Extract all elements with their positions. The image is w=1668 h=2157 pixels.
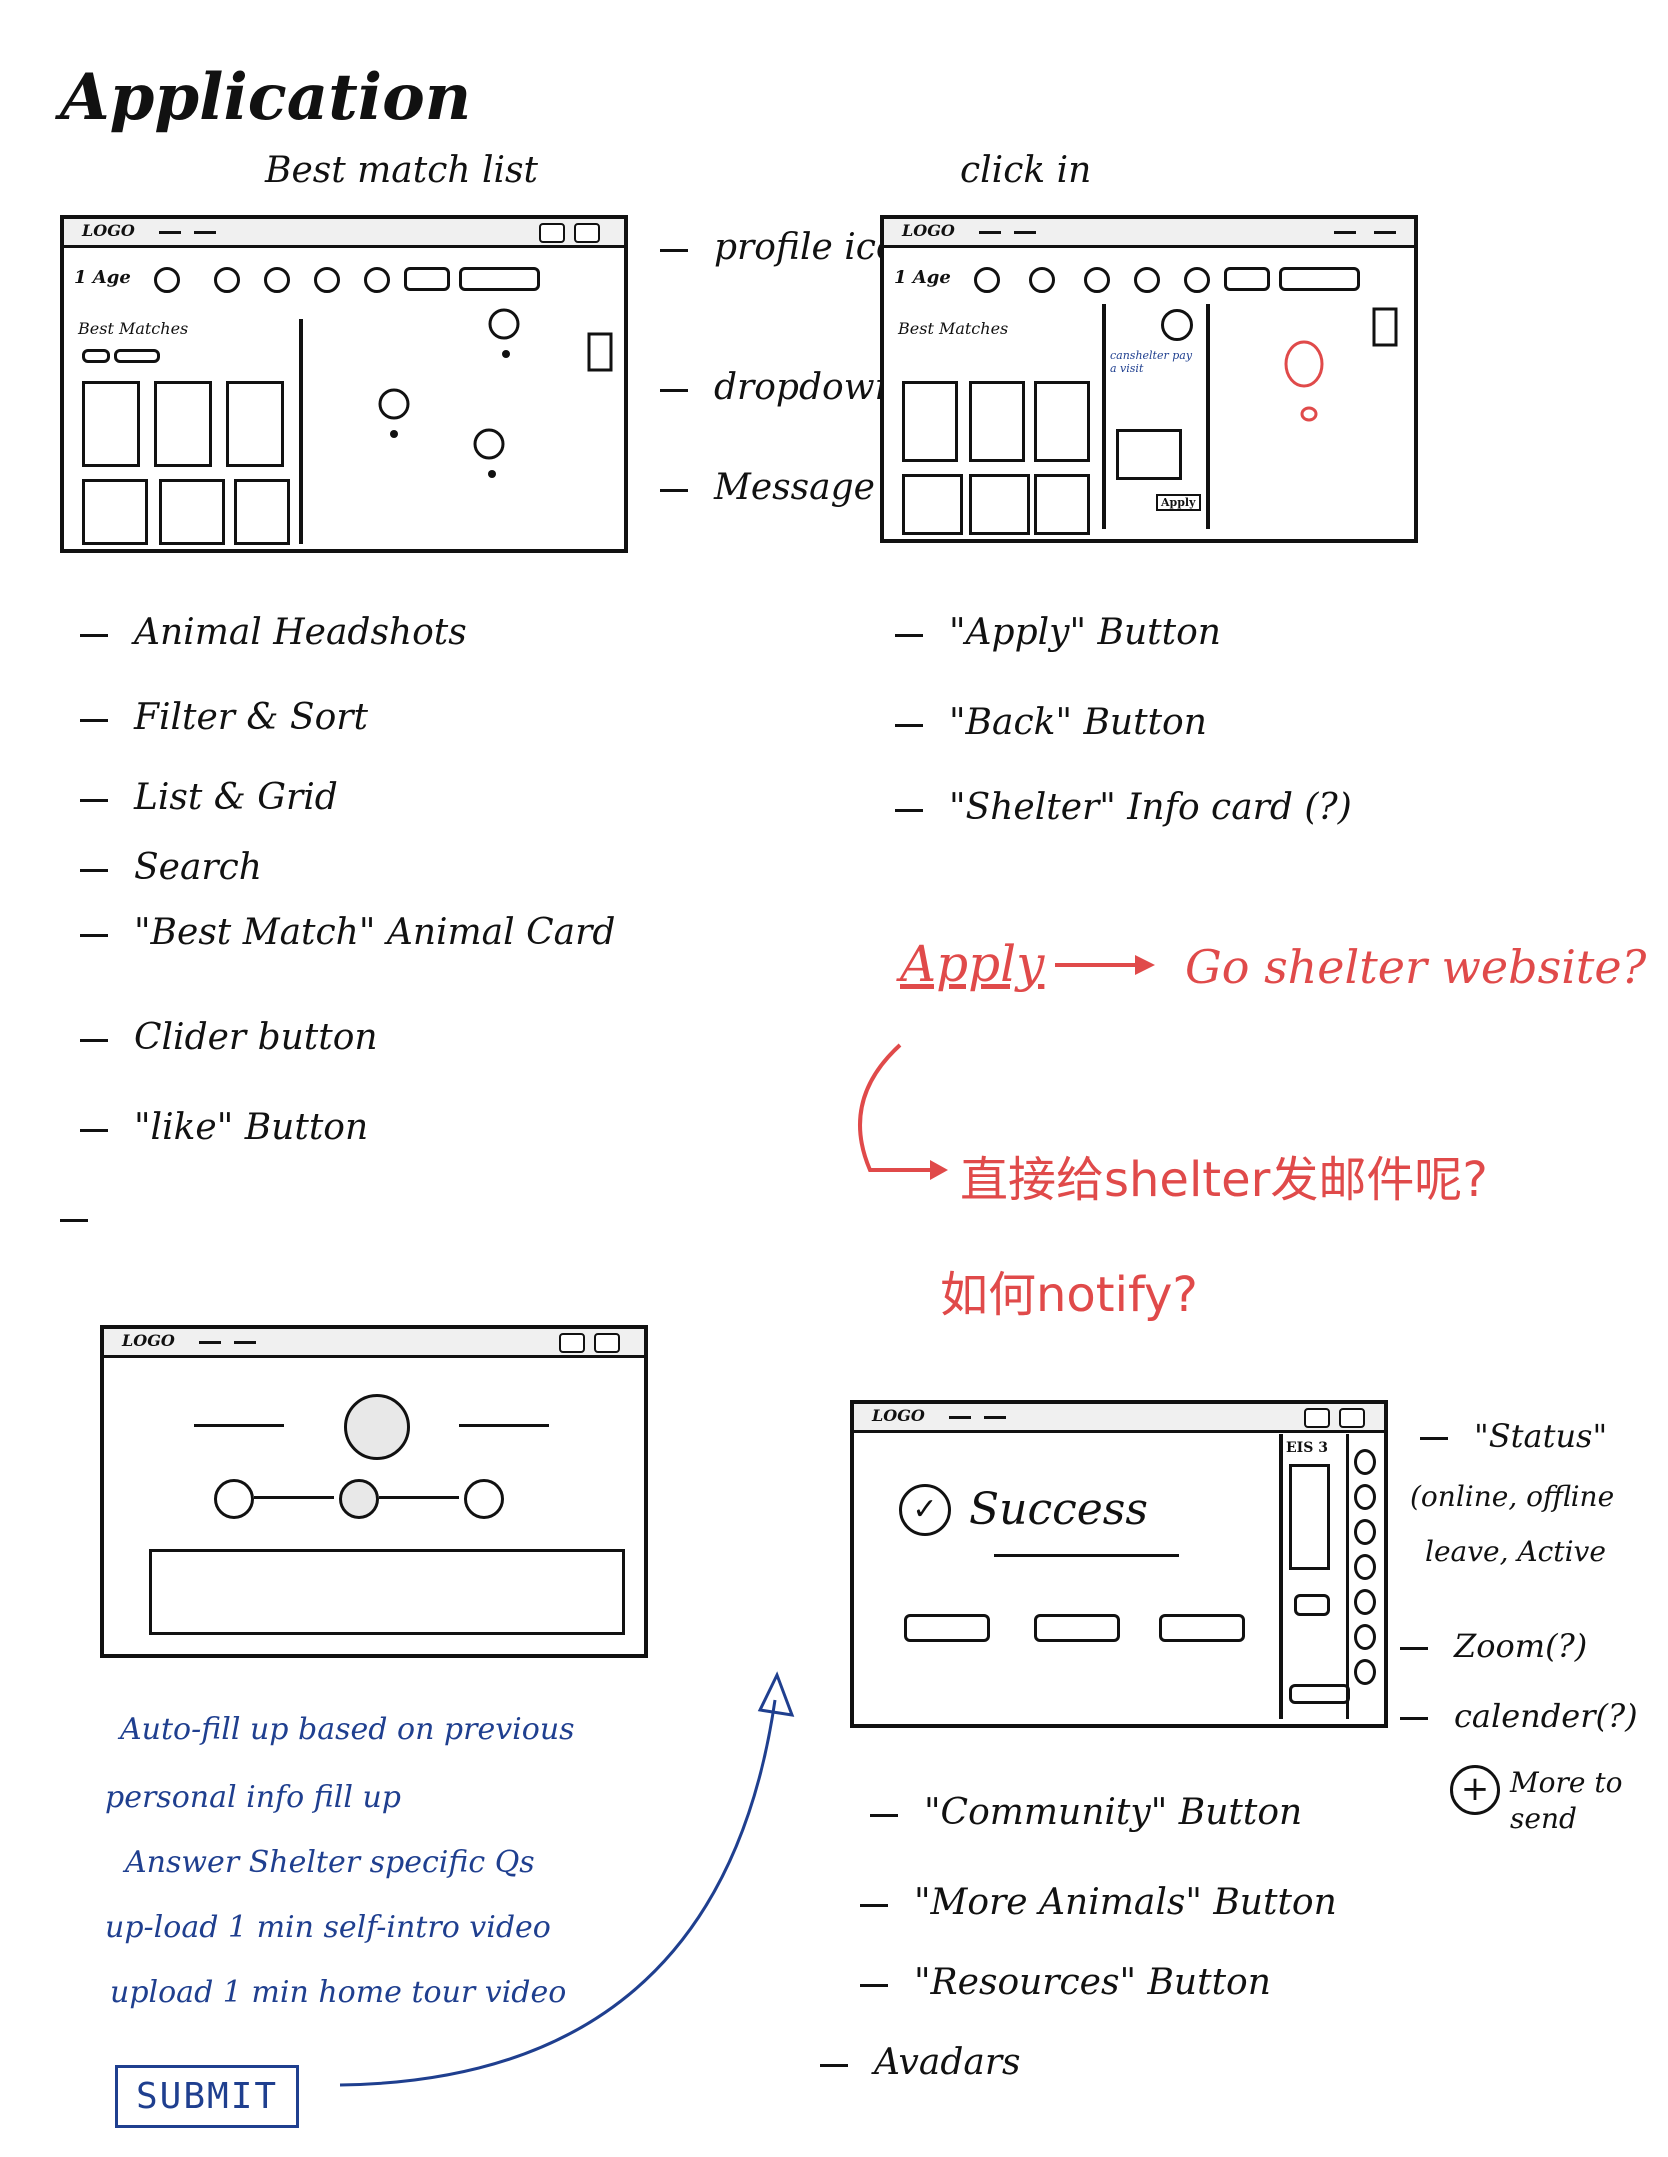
red-note-apply: Apply bbox=[900, 935, 1044, 993]
note-item: Animal Headshots bbox=[80, 615, 467, 651]
divider-line bbox=[194, 1424, 284, 1427]
status-icon[interactable] bbox=[1354, 1449, 1376, 1475]
logo: LOGO bbox=[122, 1331, 175, 1350]
callout-more-to-send: More to send bbox=[1510, 1765, 1650, 1838]
red-note-email: 直接给shelter发邮件呢? bbox=[960, 1140, 1488, 1210]
profile-avatar bbox=[344, 1394, 410, 1460]
note-item: "Back" Button bbox=[895, 705, 1207, 741]
note-item: "like" Button bbox=[80, 1110, 368, 1146]
nav-link[interactable] bbox=[949, 1416, 971, 1419]
success-title: Success bbox=[969, 1484, 1148, 1535]
browser-bar: LOGO bbox=[104, 1329, 644, 1358]
nav-link[interactable] bbox=[199, 1341, 221, 1344]
note-item bbox=[60, 1200, 114, 1236]
sketch2-right-icons bbox=[884, 219, 1414, 539]
community-button[interactable] bbox=[904, 1614, 990, 1642]
progress-connector bbox=[379, 1496, 459, 1499]
underline bbox=[994, 1554, 1179, 1557]
note-item: "Shelter" Info card (?) bbox=[895, 790, 1352, 826]
sketch1-caption: Best match list bbox=[265, 150, 538, 191]
send-button[interactable] bbox=[1289, 1684, 1350, 1704]
divider-line bbox=[459, 1424, 549, 1427]
note-item: "Resources" Button bbox=[860, 1965, 1271, 2001]
zoom-button[interactable] bbox=[1294, 1594, 1330, 1616]
callout-calendar: calender(?) bbox=[1400, 1700, 1638, 1732]
logo: LOGO bbox=[872, 1406, 925, 1425]
note-item: Clider button bbox=[80, 1020, 378, 1056]
nav-link[interactable] bbox=[234, 1341, 256, 1344]
progress-connector bbox=[254, 1496, 334, 1499]
curved-arrow-icon bbox=[840, 1040, 950, 1190]
status-icon[interactable] bbox=[1354, 1519, 1376, 1545]
browser-bar: LOGO bbox=[854, 1404, 1384, 1433]
red-note-website: Go shelter website? bbox=[1185, 940, 1646, 994]
zoom-icon[interactable] bbox=[1354, 1589, 1376, 1615]
status-icon[interactable] bbox=[1354, 1484, 1376, 1510]
sidebar-label: EIS 3 bbox=[1286, 1440, 1328, 1456]
note-item: Filter & Sort bbox=[80, 700, 368, 736]
sketch1-window: LOGO 1 Age Best Matches bbox=[60, 215, 628, 553]
sketch1-right-icons bbox=[64, 219, 624, 549]
note-item: "Community" Button bbox=[870, 1795, 1302, 1831]
resources-button[interactable] bbox=[1159, 1614, 1245, 1642]
nav-link[interactable] bbox=[984, 1416, 1006, 1419]
form-area[interactable] bbox=[149, 1549, 625, 1635]
progress-step-1[interactable] bbox=[214, 1479, 254, 1519]
red-note-notify: 如何notify? bbox=[940, 1255, 1198, 1325]
progress-step-2[interactable] bbox=[339, 1479, 379, 1519]
page-title: Application bbox=[60, 60, 471, 135]
note-item: "Apply" Button bbox=[895, 615, 1221, 651]
sketch3-window: LOGO bbox=[100, 1325, 648, 1658]
note-item: "More Animals" Button bbox=[860, 1885, 1337, 1921]
note-item: Search bbox=[80, 850, 262, 886]
profile-icon[interactable] bbox=[1339, 1408, 1365, 1428]
note-item: List & Grid bbox=[80, 780, 338, 816]
status-icon[interactable] bbox=[1354, 1554, 1376, 1580]
submit-button[interactable]: SUBMIT bbox=[115, 2065, 299, 2128]
note-item: "Best Match" Animal Card bbox=[80, 915, 615, 951]
callout-status-values: leave, Active bbox=[1425, 1535, 1606, 1568]
curved-arrow-icon bbox=[340, 1640, 860, 2120]
success-check-icon: ✓ bbox=[899, 1484, 951, 1536]
arrow-icon bbox=[1055, 950, 1155, 980]
callout-zoom: Zoom(?) bbox=[1400, 1630, 1587, 1662]
sketch2-caption: click in bbox=[960, 150, 1091, 191]
profile-icon[interactable] bbox=[594, 1333, 620, 1353]
progress-step-3[interactable] bbox=[464, 1479, 504, 1519]
sketch4-window: LOGO ✓ Success EIS 3 bbox=[850, 1400, 1388, 1728]
sidebar-divider bbox=[1279, 1434, 1283, 1719]
more-animals-button[interactable] bbox=[1034, 1614, 1120, 1642]
add-icon[interactable] bbox=[1354, 1659, 1376, 1685]
calendar-icon[interactable] bbox=[1354, 1624, 1376, 1650]
add-more-icon: + bbox=[1450, 1765, 1500, 1815]
message-icon[interactable] bbox=[559, 1333, 585, 1353]
sketch2-window: LOGO 1 Age Best Matches canshelter pay a… bbox=[880, 215, 1418, 543]
avatar-video[interactable] bbox=[1289, 1464, 1330, 1570]
callout-status-values: (online, offline bbox=[1410, 1480, 1614, 1513]
note-item: Avadars bbox=[820, 2045, 1021, 2081]
callout-status: "Status" bbox=[1420, 1420, 1607, 1452]
cart-icon[interactable] bbox=[1304, 1408, 1330, 1428]
status-divider bbox=[1346, 1434, 1349, 1719]
